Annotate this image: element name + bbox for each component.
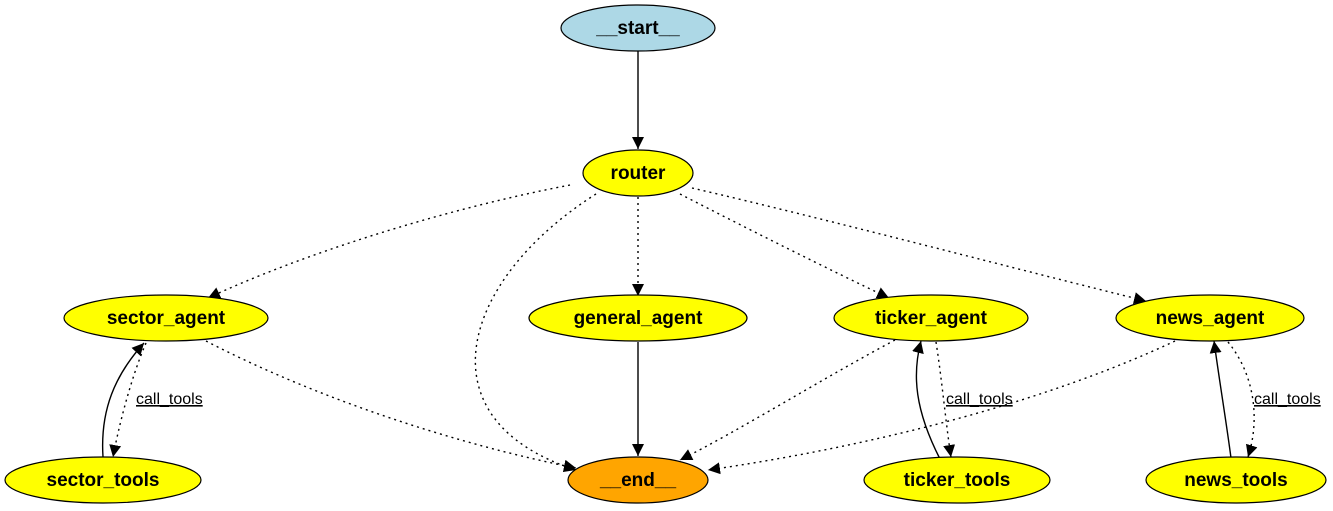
node-label-sector-agent: sector_agent (107, 308, 226, 329)
node-shape-ticker-agent (833, 294, 1029, 342)
edge-sector-agent-to-end (205, 340, 577, 472)
node-label-news-tools: news_tools (1184, 470, 1287, 491)
edge-sector-tools-to-sector-agent (101, 342, 145, 458)
node-start: __start__ (560, 4, 716, 52)
node-news-agent: news_agent (1115, 294, 1305, 342)
node-label-start: __start__ (595, 18, 680, 39)
node-news-tools: news_tools (1145, 456, 1327, 504)
nodes-layer: __start__router sector_agent general_agent… (4, 4, 1327, 504)
node-sector-agent: sector_agent (63, 294, 269, 342)
edge-router-to-end (474, 193, 597, 473)
node-shape-news-tools (1145, 456, 1327, 504)
edge-label-news-agent: call_tools (1254, 391, 1321, 408)
node-sector-tools: sector_tools (4, 456, 202, 504)
node-ticker-tools: ticker_tools (863, 456, 1051, 504)
edge-router-to-ticker-agent (679, 193, 890, 299)
node-label-news-agent: news_agent (1156, 308, 1265, 329)
node-label-general-agent: general_agent (574, 308, 703, 329)
edge-news-tools-to-news-agent (1209, 340, 1232, 459)
edge-ticker-agent-to-end (679, 339, 896, 461)
node-label-end: __end__ (599, 470, 676, 491)
node-router: router (582, 149, 694, 197)
edge-label-sector-agent: call_tools (136, 391, 203, 408)
node-label-sector-tools: sector_tools (47, 470, 160, 491)
node-shape-news-agent (1115, 294, 1305, 342)
node-label-ticker-tools: ticker_tools (904, 470, 1011, 491)
node-ticker-agent: ticker_agent (833, 294, 1029, 342)
node-shape-sector-agent (63, 294, 269, 342)
edge-ticker-tools-to-ticker-agent (912, 340, 941, 460)
edge-news-agent-to-news-tools (1227, 341, 1258, 458)
node-label-router: router (611, 163, 667, 184)
node-general-agent: general_agent (528, 294, 748, 342)
edge-router-to-news-agent (691, 187, 1147, 304)
edge-news-agent-to-end (707, 340, 1176, 475)
edge-ticker-agent-to-ticker-tools (935, 341, 956, 458)
edges-layer: call_tools call_tools call_tools (101, 51, 1321, 475)
node-label-ticker-agent: ticker_agent (875, 308, 988, 329)
edge-router-to-sector-agent (207, 184, 571, 299)
node-shape-router (582, 149, 694, 197)
node-shape-start (560, 4, 716, 52)
edge-label-ticker-agent: call_tools (946, 391, 1013, 408)
node-end: __end__ (567, 456, 709, 504)
node-shape-general-agent (528, 294, 748, 342)
node-shape-sector-tools (4, 456, 202, 504)
node-shape-end (567, 456, 709, 504)
node-shape-ticker-tools (863, 456, 1051, 504)
